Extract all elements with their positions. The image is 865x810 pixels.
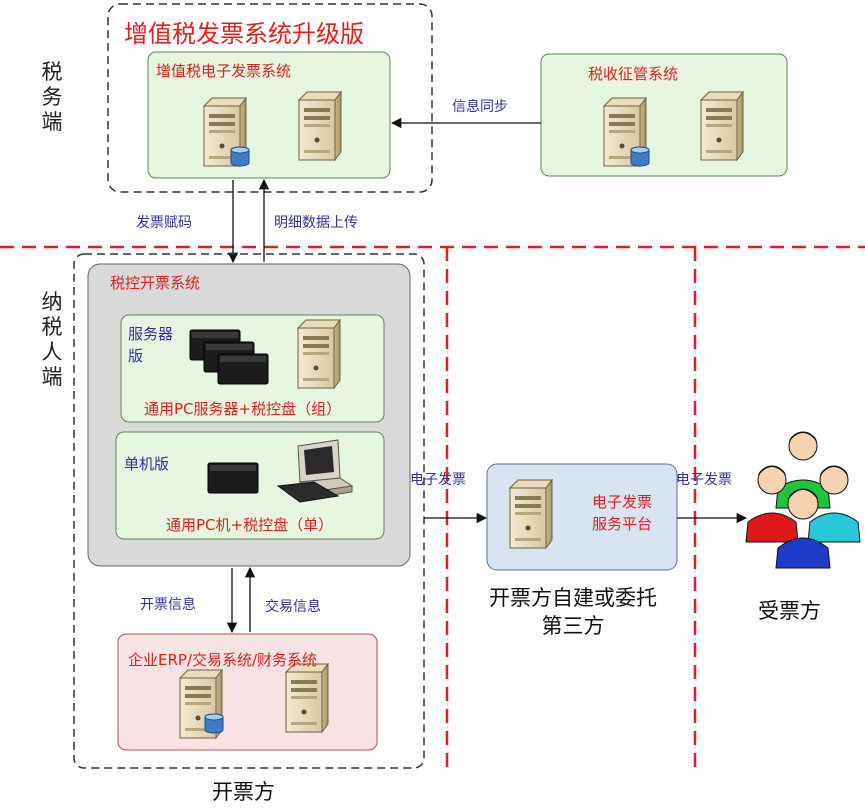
detail-upload-label: 明细数据上传: [274, 215, 358, 231]
einvoice-arrow-label-1: 电子发票: [410, 472, 466, 488]
recipient-label: 受票方: [758, 599, 821, 623]
tax-admin-label: 税收征管系统: [588, 65, 679, 83]
standalone-edition-caption: 通用PC机+税控盘（单）: [166, 516, 334, 534]
recipient-people-icon: [745, 431, 861, 569]
database-icon: [230, 146, 250, 167]
server-icon: [297, 319, 341, 389]
einvoice-system-label: 增值税电子发票系统: [156, 62, 292, 80]
tax-disk-icon: [217, 353, 269, 385]
tax-side-label: 税务端: [41, 60, 63, 134]
trade-info-label: 交易信息: [265, 599, 321, 615]
platform-caption: 开票方自建或委托第三方: [489, 586, 657, 638]
server-icon: [700, 91, 744, 161]
server-edition-caption: 通用PC服务器+税控盘（组）: [144, 400, 342, 418]
info-sync-label: 信息同步: [452, 99, 508, 115]
server-edition-label: 服务器版: [128, 325, 174, 365]
invoice-code-label: 发票赋码: [136, 215, 192, 231]
server-icon: [298, 91, 342, 161]
database-icon: [204, 713, 224, 734]
database-icon: [630, 146, 650, 167]
upgrade-system-container: [107, 3, 433, 193]
standalone-edition-label: 单机版: [124, 455, 170, 473]
invoice-info-label: 开票信息: [140, 597, 196, 613]
taxpayer-side-label: 纳税人端: [41, 290, 63, 389]
issuer-container: [73, 253, 425, 769]
tax-disk-icon: [207, 462, 259, 494]
issuer-label: 开票方: [212, 780, 275, 804]
einvoice-arrow-label-2: 电子发票: [676, 472, 732, 488]
enterprise-label: 企业ERP/交易系统/财务系统: [128, 651, 318, 669]
pc-computer-icon: [276, 439, 354, 503]
server-icon: [285, 663, 329, 733]
platform-label: 电子发票服务平台: [592, 493, 653, 533]
tax-control-label: 税控开票系统: [110, 274, 201, 292]
upgrade-system-title: 增值税发票系统升级版: [124, 20, 364, 48]
server-icon: [509, 479, 553, 549]
